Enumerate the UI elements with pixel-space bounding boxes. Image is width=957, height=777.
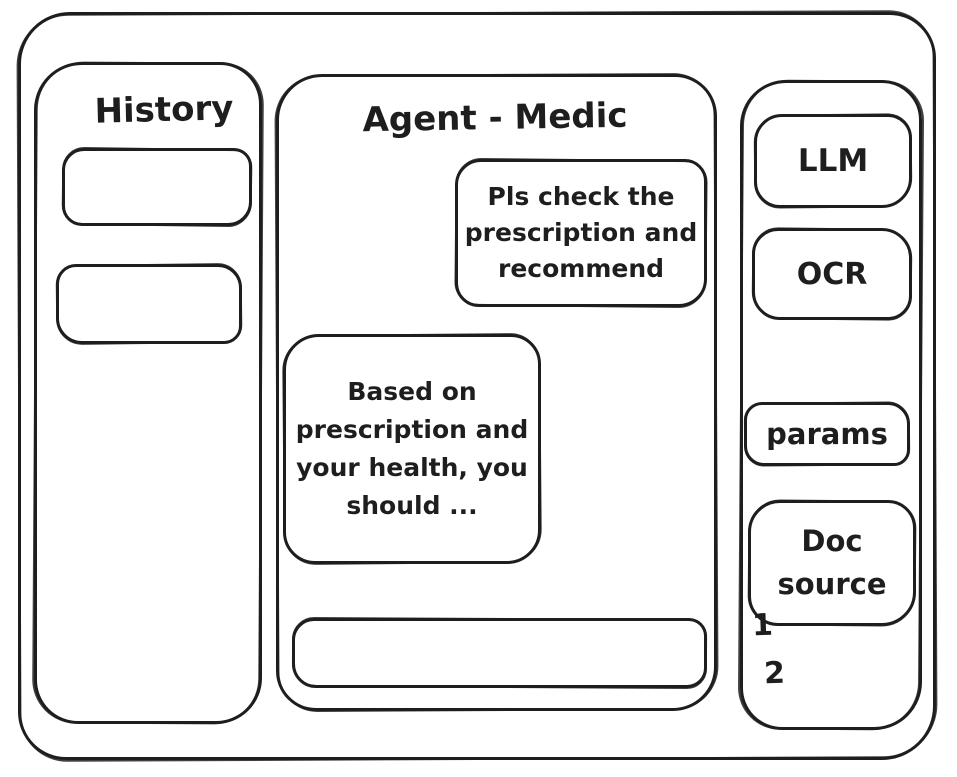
assistant-message-bubble: Based on prescription and your health, y… (283, 334, 541, 564)
doc-source-button[interactable]: Doc source (748, 500, 916, 626)
chat-panel-title: Agent - Medic (362, 95, 628, 141)
history-item[interactable] (62, 148, 252, 226)
doc-source-list-item-2[interactable]: 2 (763, 655, 786, 692)
user-message-bubble: Pls check the prescription and recommend (455, 159, 707, 307)
history-item[interactable] (56, 264, 242, 344)
message-input[interactable] (295, 621, 704, 685)
ocr-button[interactable]: OCR (752, 228, 912, 320)
doc-source-list-item-1[interactable]: 1 (751, 607, 774, 644)
message-input-box[interactable] (292, 618, 707, 688)
history-panel-title: History (94, 88, 234, 132)
params-button[interactable]: params (744, 402, 910, 466)
llm-button[interactable]: LLM (754, 114, 912, 208)
